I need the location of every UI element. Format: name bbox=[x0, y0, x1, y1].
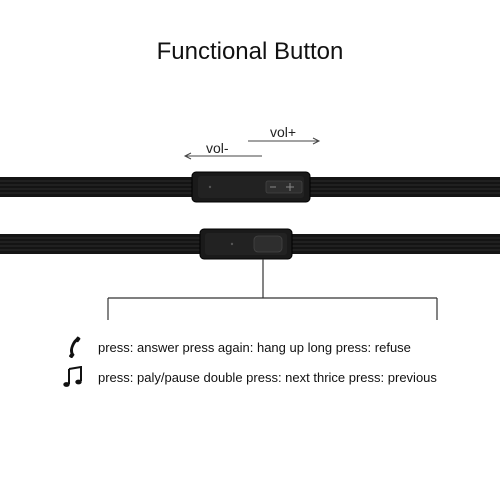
vol-plus-label: vol+ bbox=[270, 124, 297, 140]
page-title: Functional Button bbox=[156, 38, 344, 65]
phone-icon bbox=[60, 336, 90, 359]
volume-rocker bbox=[265, 180, 303, 194]
remote-mic-unit bbox=[199, 228, 293, 260]
music-instruction-row: press: paly/pause double press: next thr… bbox=[60, 365, 437, 388]
vol-minus-arrow bbox=[183, 152, 262, 160]
vol-minus-label: vol- bbox=[206, 140, 229, 156]
volume-control-unit bbox=[191, 171, 311, 203]
pointer-bracket bbox=[107, 259, 438, 320]
music-instruction-text: press: paly/pause double press: next thr… bbox=[98, 369, 437, 385]
vol-plus-arrow bbox=[248, 137, 321, 145]
call-instruction-text: press: answer press again: hang up long … bbox=[98, 339, 411, 355]
multi-function-button bbox=[253, 235, 283, 253]
call-instruction-row: press: answer press again: hang up long … bbox=[60, 336, 411, 359]
music-note-icon bbox=[60, 365, 90, 388]
mic-hole-icon bbox=[230, 242, 234, 246]
